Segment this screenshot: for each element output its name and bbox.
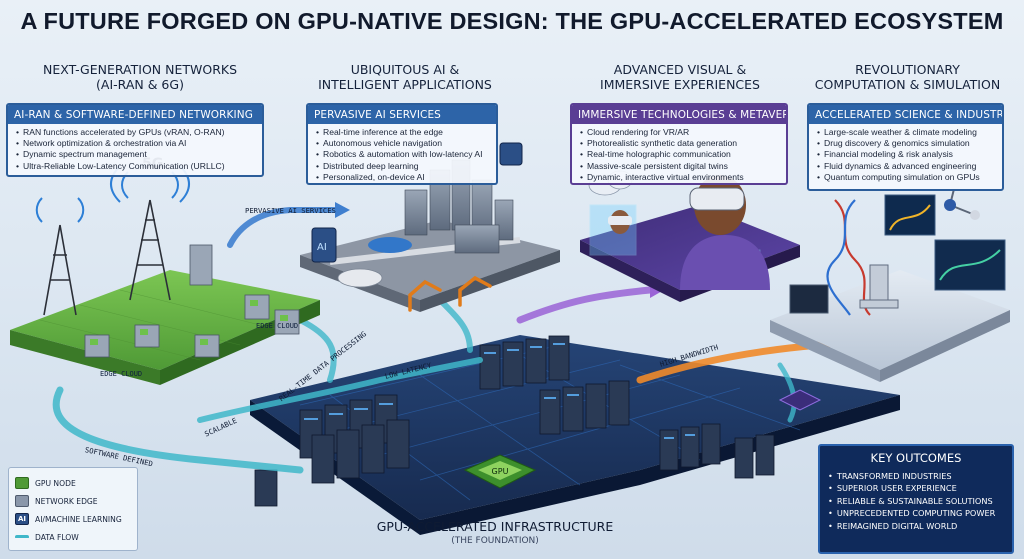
flow-label-pervasive: PERVASIVE AI SERVICES [245, 206, 336, 215]
key-outcomes-panel: KEY OUTCOMES TRANSFORMED INDUSTRIES SUPE… [818, 444, 1014, 554]
panel-list-item: Robotics & automation with low-latency A… [316, 149, 490, 160]
panel-list-item: Real-time inference at the edge [316, 127, 490, 138]
panel-list-item: Dynamic, interactive virtual environment… [580, 172, 780, 183]
dna-helix-icon [826, 199, 871, 316]
panel-list: RAN functions accelerated by GPUs (vRAN,… [8, 124, 262, 175]
panel-accelerated-science: ACCELERATED SCIENCE & INDUSTRY Large-sca… [807, 103, 1004, 191]
key-outcomes-title: KEY OUTCOMES [870, 451, 962, 465]
section-heading-line: NEXT-GENERATION NETWORKS [42, 62, 238, 77]
microscope-icon [859, 264, 899, 309]
panel-list-item: Ultra-Reliable Low-Latency Communication… [16, 161, 256, 172]
robot-arm-icon [408, 275, 492, 312]
foundation-subtitle: (THE FOUNDATION) [451, 536, 539, 546]
panel-title: ACCELERATED SCIENCE & INDUSTRY [809, 105, 1002, 124]
panel-list-item: Financial modeling & risk analysis [817, 149, 996, 160]
key-outcome-item: SUPERIOR USER EXPERIENCE [828, 482, 1004, 494]
key-outcomes-list: TRANSFORMED INDUSTRIES SUPERIOR USER EXP… [828, 470, 1004, 532]
legend-item-ai: AI AI/MACHINE LEARNING [15, 510, 131, 528]
panel-list-item: Photorealistic synthetic data generation [580, 138, 780, 149]
panel-list-item: Massive-scale persistent digital twins [580, 161, 780, 172]
panel-list-item: Personalized, on-device AI [316, 172, 490, 183]
legend-item-data-flow: DATA FLOW [15, 528, 131, 546]
gpu-chip-label: GPU [492, 467, 509, 476]
panel-list-item: Quantum computing simulation on GPUs [817, 172, 996, 183]
legend-label: NETWORK EDGE [35, 496, 98, 506]
section-heading-line: REVOLUTIONARY [855, 62, 960, 77]
section-heading-line: UBIQUITOUS AI & [350, 62, 460, 77]
panel-list-item: Real-time holographic communication [580, 149, 780, 160]
panel-list-item: Dynamic spectrum management [16, 149, 256, 160]
legend-item-network-edge: NETWORK EDGE [15, 492, 131, 510]
key-outcome-item: RELIABLE & SUSTAINABLE SOLUTIONS [828, 495, 1004, 507]
flow-arrowhead [335, 202, 350, 218]
section-heading-line: COMPUTATION & SIMULATION [814, 77, 1001, 92]
lab-platform [770, 270, 1010, 382]
network-edge-swatch-icon [15, 495, 29, 507]
key-outcome-item: TRANSFORMED INDUSTRIES [828, 470, 1004, 482]
panel-immersive: IMMERSIVE TECHNOLOGIES & METAVERSE Cloud… [570, 103, 788, 185]
legend-label: DATA FLOW [35, 532, 79, 542]
section-heading-immersive: ADVANCED VISUAL & IMMERSIVE EXPERIENCES [565, 62, 795, 92]
panel-title: PERVASIVE AI SERVICES [308, 105, 496, 124]
ai-swatch-icon: AI [15, 513, 29, 525]
panel-list-item: Distributed deep learning [316, 161, 490, 172]
section-heading-line: ADVANCED VISUAL & [613, 62, 747, 77]
panel-title: IMMERSIVE TECHNOLOGIES & METAVERSE [572, 105, 786, 124]
panel-list: Real-time inference at the edge Autonomo… [308, 124, 496, 183]
data-flow-lines [52, 207, 824, 474]
section-heading-computation: REVOLUTIONARY COMPUTATION & SIMULATION [800, 62, 1015, 92]
city-platform [300, 220, 560, 312]
simulation-screen-icon [789, 194, 1006, 314]
section-heading-line: INTELLIGENT APPLICATIONS [318, 77, 492, 92]
section-heading-line: IMMERSIVE EXPERIENCES [600, 77, 760, 92]
edge-cloud-label: EDGE CLOUD [100, 370, 142, 378]
section-heading-line: (AI-RAN & 6G) [96, 77, 184, 92]
ai-badge-label: AI [317, 242, 327, 253]
gpu-node-swatch-icon [15, 477, 29, 489]
panel-list-item: Drug discovery & genomics simulation [817, 138, 996, 149]
section-heading-ai: UBIQUITOUS AI & INTELLIGENT APPLICATIONS [300, 62, 510, 92]
server-racks [254, 335, 775, 507]
legend-label: AI/MACHINE LEARNING [35, 514, 122, 524]
ai-badge-icon [311, 142, 523, 263]
gpu-node-icon [778, 389, 822, 411]
legend: GPU NODE NETWORK EDGE AI AI/MACHINE LEAR… [8, 467, 138, 551]
panel-list-item: Large-scale weather & climate modeling [817, 127, 996, 138]
data-flow-swatch-icon [15, 535, 29, 539]
gpu-chip-icon [463, 454, 537, 489]
panel-list-item: Fluid dynamics & advanced engineering [817, 161, 996, 172]
panel-list-item: RAN functions accelerated by GPUs (vRAN,… [16, 127, 256, 138]
legend-label: GPU NODE [35, 478, 76, 488]
foundation-title: GPU-ACCELERATED INFRASTRUCTURE [376, 519, 614, 534]
panel-list-item: Network optimization & orchestration via… [16, 138, 256, 149]
edge-cloud-label: EDGE CLOUD [256, 322, 298, 330]
panel-list-item: Cloud rendering for VR/AR [580, 127, 780, 138]
vr-user-illustration [608, 175, 770, 290]
panel-ai-ran: AI-RAN & SOFTWARE-DEFINED NETWORKING RAN… [6, 103, 264, 177]
legend-item-gpu-node: GPU NODE [15, 474, 131, 492]
section-heading-networks: NEXT-GENERATION NETWORKS (AI-RAN & 6G) [20, 62, 260, 92]
page-title: A FUTURE FORGED ON GPU-NATIVE DESIGN: TH… [20, 8, 1004, 34]
panel-list: Large-scale weather & climate modeling D… [809, 124, 1002, 187]
panel-list-item: Autonomous vehicle navigation [316, 138, 490, 149]
panel-title: AI-RAN & SOFTWARE-DEFINED NETWORKING [8, 105, 262, 124]
key-outcome-item: UNPRECEDENTED COMPUTING POWER [828, 507, 1004, 519]
key-outcome-item: REIMAGINED DIGITAL WORLD [828, 520, 1004, 532]
cell-tower-icon [43, 199, 171, 316]
car-icon [337, 237, 412, 288]
panel-pervasive-ai: PERVASIVE AI SERVICES Real-time inferenc… [306, 103, 498, 185]
panel-list: Cloud rendering for VR/AR Photorealistic… [572, 124, 786, 183]
